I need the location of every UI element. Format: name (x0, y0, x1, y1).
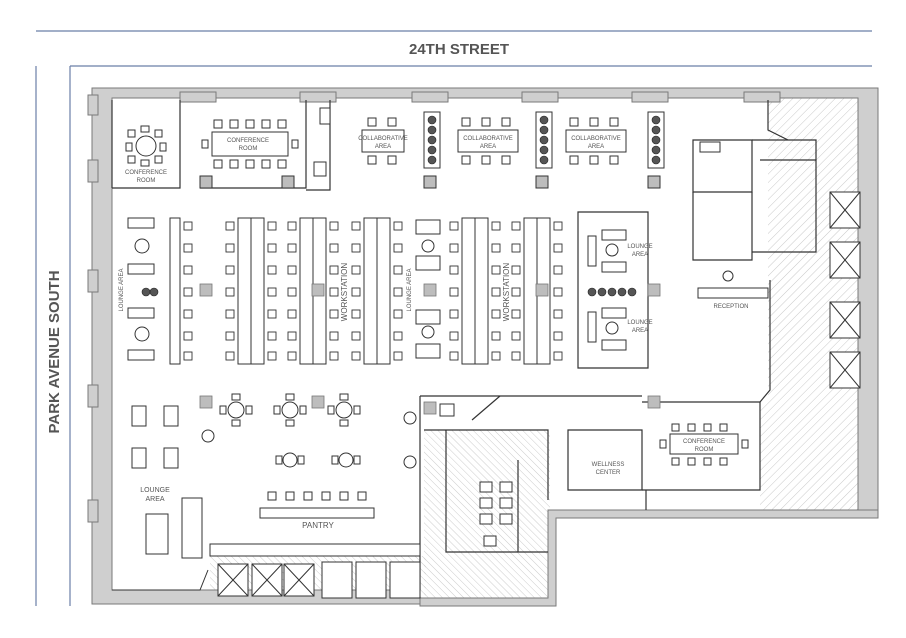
workstation-benches (169, 217, 551, 365)
elevators (217, 191, 861, 599)
collab-3-label-line1: COLLABORATIVE (571, 136, 621, 142)
interior-walls (111, 100, 817, 590)
workstation-chairs (183, 221, 563, 361)
columns (199, 283, 661, 415)
pantry-label: PANTRY (302, 521, 334, 530)
lounge-bottom-line1: LOUNGE (140, 487, 170, 494)
workstation-1-label: WORKSTATION (340, 263, 349, 322)
round-table-conference-1 (125, 125, 167, 167)
left-lounge-furniture (127, 217, 155, 361)
lounge-right-1-line1: LOUNGE (627, 244, 652, 250)
lounge-left-label: LOUNGE AREA (119, 268, 125, 311)
right-lounge-furniture (587, 229, 627, 351)
collaborative-area-1 (361, 111, 441, 189)
cafe-tables (201, 393, 417, 469)
conference-table-3 (659, 423, 749, 466)
street-label-north: 24TH STREET (409, 41, 509, 58)
lounge-mid-label: LOUNGE AREA (407, 268, 413, 311)
middle-lounge-furniture (415, 219, 441, 359)
reception-label: RECEPTION (713, 304, 748, 310)
collab-2-label-line2: AREA (480, 144, 496, 150)
conference-room-1-label-line2: ROOM (137, 178, 156, 184)
conference-room-3-label-line1: CONFERENCE (683, 439, 725, 445)
collab-2-label-line1: COLLABORATIVE (463, 136, 513, 142)
lounge-bottom-line2: AREA (145, 496, 164, 503)
conference-room-3-label-line2: ROOM (695, 447, 714, 453)
pantry-counter (209, 491, 421, 557)
conference-table-2 (199, 119, 299, 189)
lounge-right-2-line1: LOUNGE (627, 320, 652, 326)
collab-1-label-line1: COLLABORATIVE (358, 136, 408, 142)
collaborative-area-2 (457, 111, 553, 189)
conference-room-2-label-line2: ROOM (239, 146, 258, 152)
lounge-right-2-line2: AREA (632, 328, 648, 334)
wellness-label-line2: CENTER (596, 470, 621, 476)
exterior-walls (87, 87, 879, 607)
collaborative-area-3 (565, 111, 665, 189)
bottom-lounge-furniture (112, 405, 209, 591)
collab-1-label-line2: AREA (375, 144, 391, 150)
street-lines (35, 30, 872, 606)
conference-room-2-label-line1: CONFERENCE (227, 138, 269, 144)
wellness-label-line1: WELLNESS (592, 462, 625, 468)
workstation-2-label: WORKSTATION (502, 263, 511, 322)
street-label-west: PARK AVENUE SOUTH (46, 270, 63, 433)
reception-desk (697, 141, 769, 299)
collab-3-label-line2: AREA (588, 144, 604, 150)
conference-room-1-label-line1: CONFERENCE (125, 170, 167, 176)
plant-clusters (141, 115, 661, 297)
lounge-right-1-line2: AREA (632, 252, 648, 258)
restroom-fixtures (313, 107, 513, 547)
